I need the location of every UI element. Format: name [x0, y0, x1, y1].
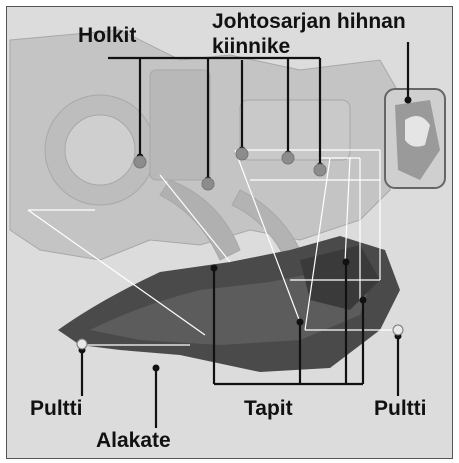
label-alakate: Alakate: [96, 430, 171, 451]
pin-point: [211, 265, 218, 272]
label-pultti-right: Pultti: [374, 398, 427, 419]
label-holkit: Holkit: [78, 25, 136, 46]
engine-drawing: [10, 30, 400, 260]
pin-point: [343, 259, 350, 266]
label-harness-clip-line1: Johtosarjan hihnan: [212, 11, 406, 32]
pin-point: [297, 319, 304, 326]
label-harness-clip-line2: kiinnike: [212, 36, 290, 57]
label-pultti-left: Pultti: [30, 398, 83, 419]
label-tapit: Tapit: [244, 398, 293, 419]
inset-point: [405, 97, 412, 104]
cover-point: [153, 365, 160, 372]
inset-detail: [385, 89, 445, 188]
pin-point: [360, 297, 367, 304]
